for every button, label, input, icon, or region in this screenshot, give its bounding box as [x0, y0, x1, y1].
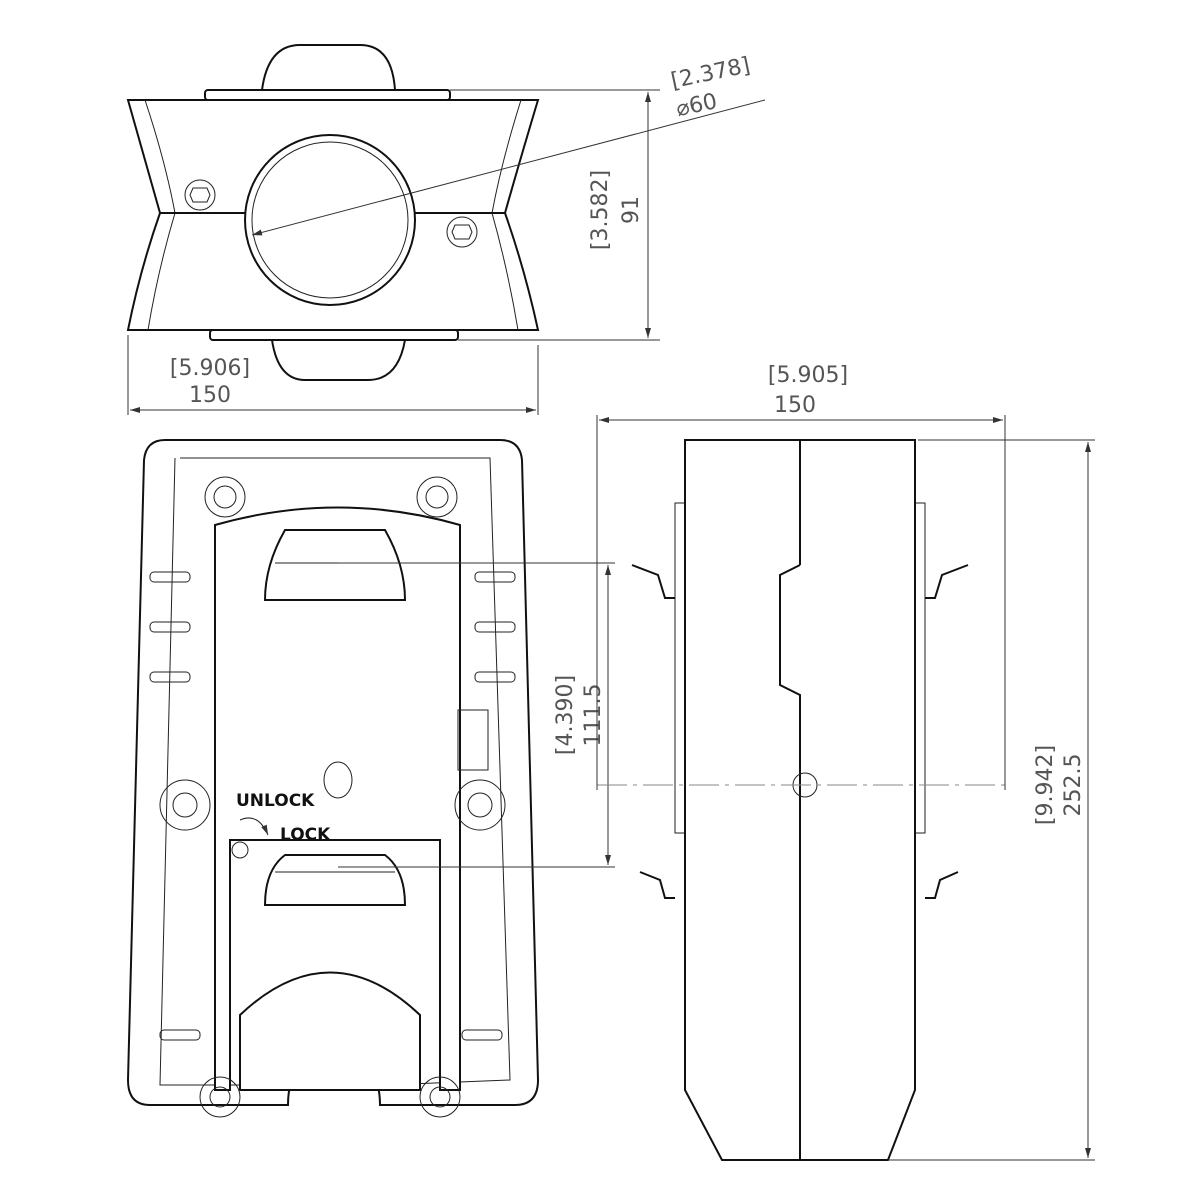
nut-icons	[159, 476, 506, 1118]
hook	[631, 564, 675, 599]
front-view: UNLOCK LOCK [4.390] 111.5	[126, 439, 615, 1118]
dim-diameter-in: [2.378]	[669, 53, 753, 94]
hook	[639, 871, 675, 899]
dim-side-width-in: [5.905]	[768, 363, 848, 388]
side-view: [5.905] 150 [9.942] 252.5	[596, 363, 1095, 1161]
lock-label: LOCK	[280, 825, 331, 845]
side-slots	[149, 571, 516, 1041]
lower-handle	[263, 854, 407, 906]
dim-width-in: [5.906]	[170, 356, 250, 381]
unlock-label: UNLOCK	[236, 791, 315, 811]
bolt-icon	[446, 216, 478, 248]
dim-height-mm: 91	[619, 196, 644, 224]
bottom-knob	[270, 339, 407, 381]
top-view: [3.582] 91 [5.906] 150 [2.378] ⌀60	[126, 44, 766, 415]
locking-plate	[214, 506, 461, 1091]
hook	[925, 871, 959, 899]
dim-diameter-mm: ⌀60	[674, 89, 720, 122]
slot-hole	[323, 761, 353, 799]
dim-side-width-mm: 150	[774, 393, 816, 418]
dim-height-in: [3.582]	[588, 170, 613, 250]
bottom-tab	[209, 329, 459, 341]
dim-spacing-mm: 111.5	[581, 684, 606, 747]
rotate-arrow-icon	[239, 817, 269, 836]
top-knob	[260, 44, 397, 91]
upper-handle	[263, 529, 407, 601]
dim-width-mm: 150	[189, 383, 231, 408]
dim-spacing-in: [4.390]	[553, 675, 578, 755]
top-tab	[204, 89, 451, 101]
pole-hole	[244, 134, 416, 306]
dim-side-height-mm: 252.5	[1061, 754, 1086, 817]
screw-icon	[231, 841, 249, 859]
bolt-icon	[184, 179, 216, 211]
dim-side-height-in: [9.942]	[1033, 745, 1058, 825]
hook	[925, 564, 969, 599]
